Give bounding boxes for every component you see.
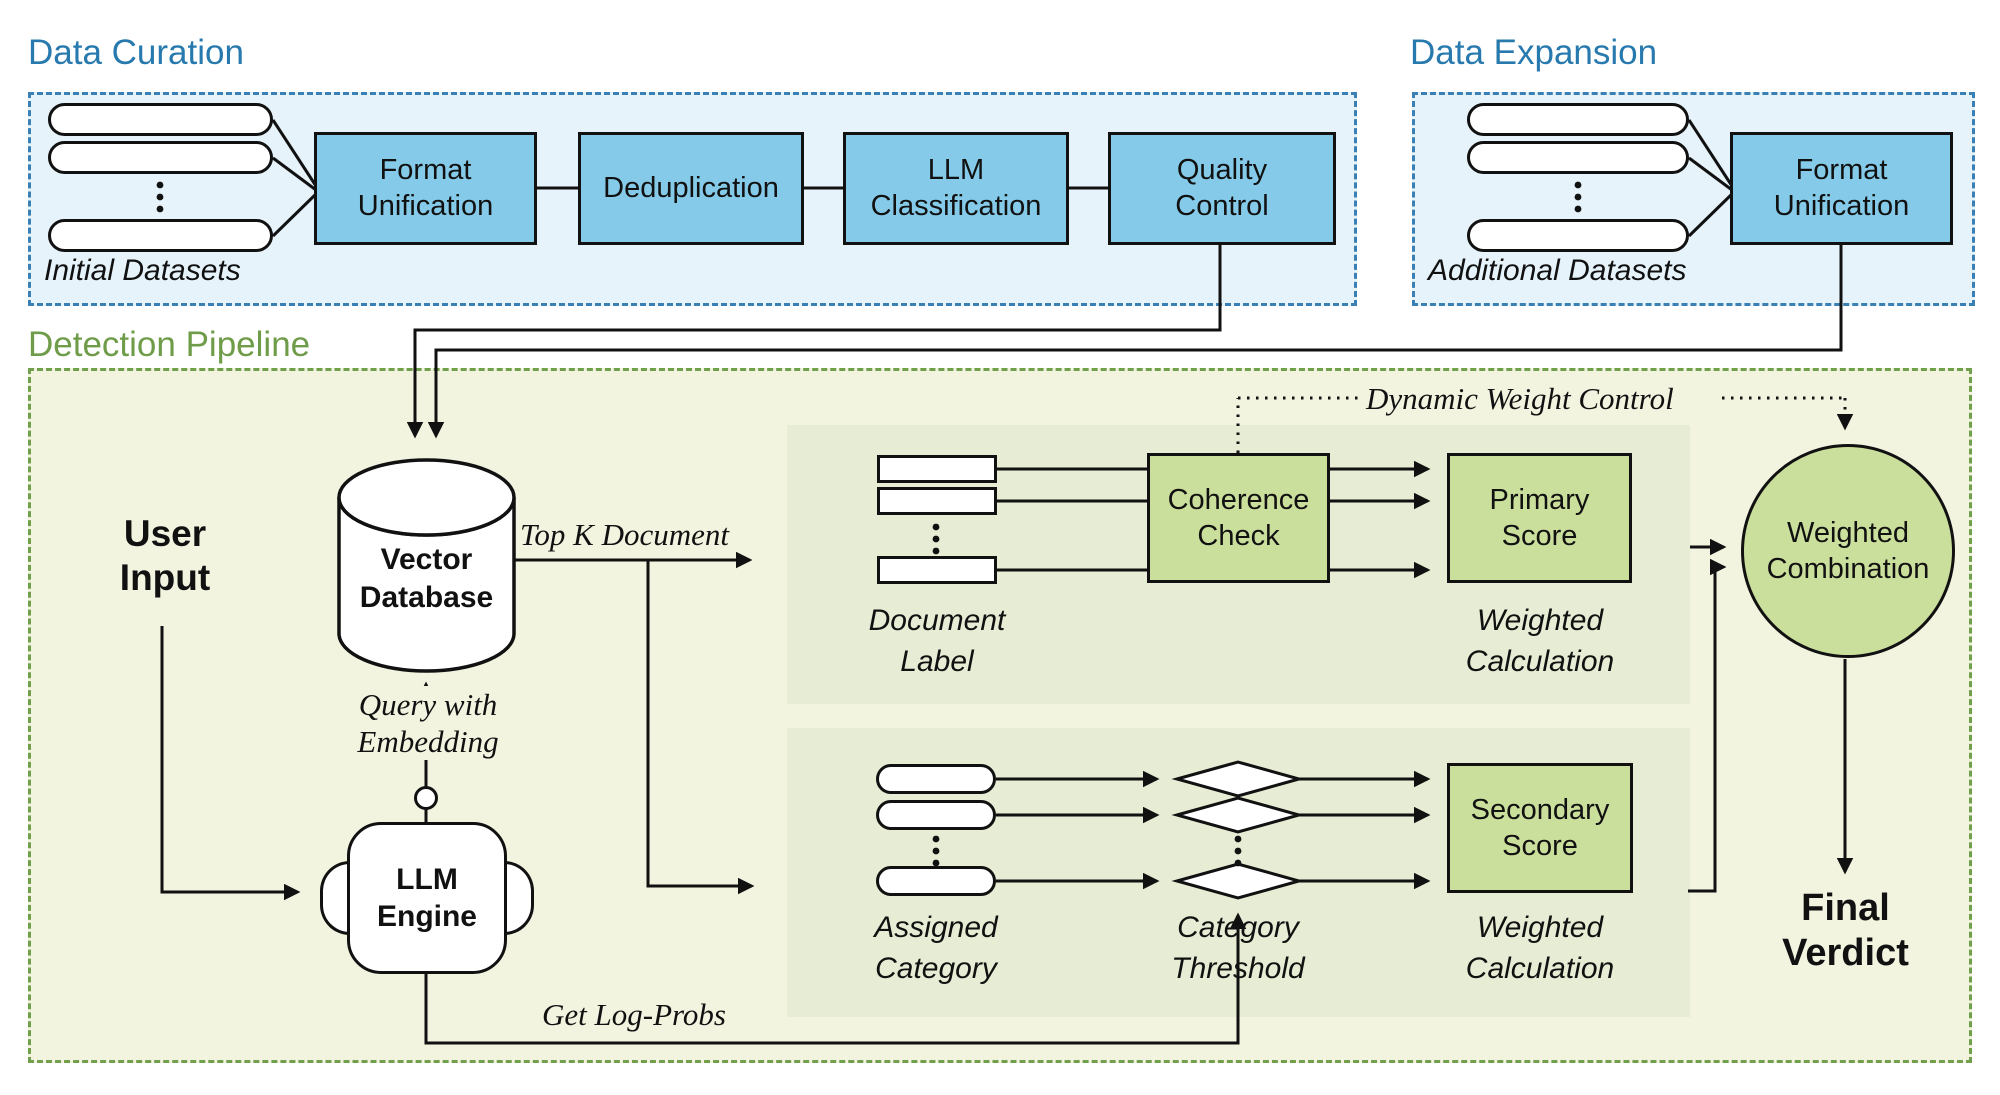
assigned-category-caption: Assigned Category — [874, 911, 998, 985]
initial-dataset-row — [48, 219, 273, 252]
deduplication-label: Deduplication — [603, 171, 779, 204]
document-row — [877, 487, 997, 515]
llm-robot-antenna-icon — [414, 786, 438, 810]
initial-dataset-row — [48, 141, 273, 174]
weighted-combination-circle: Weighted Combination — [1741, 444, 1955, 658]
assigned-category-pill — [876, 764, 996, 794]
weighted-calculation-caption-primary: Weighted Calculation — [1465, 604, 1615, 678]
top-k-document-note: Top K Document — [520, 517, 729, 552]
document-label-caption: Document Label — [868, 604, 1006, 678]
weighted-calculation-caption-secondary: Weighted Calculation — [1465, 911, 1615, 985]
dynamic-weight-control-note: Dynamic Weight Control — [1366, 381, 1674, 416]
coherence-check-box: Coherence Check — [1147, 453, 1330, 583]
llm-engine-node: LLM Engine — [347, 822, 507, 974]
llm-classification-label: LLM Classification — [870, 154, 1042, 222]
detection-pipeline-title: Detection Pipeline — [28, 325, 311, 364]
coherence-check-label: Coherence Check — [1167, 483, 1310, 552]
format-unification-expansion-label: Format Unification — [1773, 154, 1910, 222]
assigned-category-pill — [876, 866, 996, 896]
secondary-score-label: Secondary Score — [1470, 793, 1610, 862]
user-input-label: User Input — [119, 513, 211, 598]
vector-database-label: Vector Database — [359, 543, 494, 614]
primary-score-label: Primary Score — [1489, 483, 1590, 552]
format-unification-box: Format Unification — [314, 132, 537, 245]
additional-dataset-row — [1467, 141, 1689, 174]
document-row — [877, 556, 997, 584]
format-unification-label: Format Unification — [357, 154, 494, 222]
initial-dataset-row — [48, 103, 273, 136]
llm-engine-label: LLM Engine — [376, 862, 477, 934]
quality-control-box: Quality Control — [1108, 132, 1336, 245]
weighted-combination-label: Weighted Combination — [1766, 516, 1930, 585]
llm-classification-box: LLM Classification — [843, 132, 1069, 245]
category-threshold-caption: Category Threshold — [1171, 911, 1305, 985]
final-verdict-label: Final Verdict — [1782, 887, 1909, 974]
secondary-score-box: Secondary Score — [1447, 763, 1633, 893]
get-log-probs-note: Get Log-Probs — [542, 997, 726, 1032]
format-unification-expansion-box: Format Unification — [1730, 132, 1953, 245]
data-expansion-title: Data Expansion — [1410, 33, 1658, 72]
additional-dataset-row — [1467, 103, 1689, 136]
additional-dataset-row — [1467, 219, 1689, 252]
primary-score-box: Primary Score — [1447, 453, 1632, 583]
additional-datasets-label: Additional Datasets — [1428, 254, 1687, 287]
query-with-embedding-note: Query with Embedding — [322, 686, 534, 761]
document-row — [877, 455, 997, 483]
data-curation-title: Data Curation — [28, 33, 244, 72]
assigned-category-pill — [876, 800, 996, 830]
quality-control-label: Quality Control — [1175, 154, 1269, 222]
deduplication-box: Deduplication — [578, 132, 804, 245]
initial-datasets-label: Initial Datasets — [44, 254, 241, 287]
